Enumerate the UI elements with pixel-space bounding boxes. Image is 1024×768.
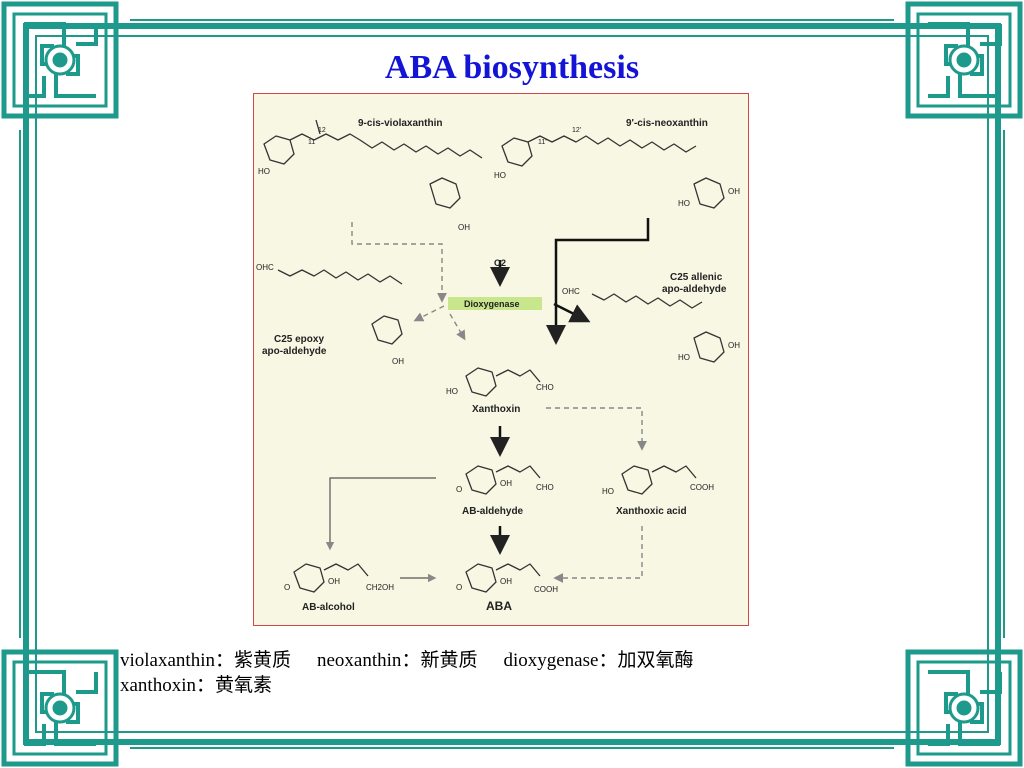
pathway-svg: 9-cis-violaxanthin 9'-cis-neoxanthin O2 … [256,118,740,613]
arrow-xanthoxin-to-xanthoxic-acid [546,407,647,451]
group-cho-xanthoxin: CHO [536,383,554,392]
label-aba: ABA [486,599,512,613]
group-o-aba: O [456,583,462,592]
c25-allenic-structure [591,293,725,363]
label-ab-aldehyde: AB-aldehyde [462,506,524,517]
arrow-to-c25-epoxy [413,305,445,322]
group-oh-ab-aldehyde: OH [500,479,512,488]
group-o-ab-aldehyde: O [456,485,462,494]
locant-12p: 12' [572,127,581,134]
label-xanthoxin: Xanthoxin [472,404,520,415]
group-cooh-xanthoxic: COOH [690,483,714,492]
label-violaxanthin: 9-cis-violaxanthin [358,118,442,129]
term-dioxygenase: dioxygenase：加双氧酶 [503,650,693,671]
term-zh: ：加双氧酶 [598,650,694,671]
label-dioxygenase: Dioxygenase [464,299,520,309]
arrow-violaxanthin-to-dioxygenase [351,222,447,303]
label-neoxanthin: 9'-cis-neoxanthin [626,118,708,129]
group-o-ab-alcohol: O [284,583,290,592]
locant-11: 11 [308,139,315,146]
label-c25-allenic-2: apo-aldehyde [662,284,727,295]
arrow-neoxanthin-to-xanthoxin [546,218,650,345]
group-ho-violaxanthin: HO [258,167,270,176]
slide-title: ABA biosynthesis [384,49,640,86]
group-cho-ab-aldehyde: CHO [536,483,554,492]
dioxygenase-highlight [448,297,542,310]
label-c25-epoxy-2: apo-aldehyde [262,346,327,357]
group-ho-neoxanthin-2: HO [678,199,690,208]
label-ab-alcohol: AB-alcohol [302,602,355,613]
group-oh-aba: OH [500,577,512,586]
group-ho-xanthoxin: HO [446,387,458,396]
term-en: xanthoxin [120,675,196,696]
group-ohc-allenic: OHC [562,287,580,296]
term-en: neoxanthin [317,650,402,671]
label-c25-allenic-1: C25 allenic [670,272,723,283]
term-en: dioxygenase [503,650,599,671]
aba-structure [465,563,541,593]
locant-11p: 11' [538,139,547,146]
term-zh: ：新黄质 [401,650,478,671]
group-ho-neoxanthin: HO [494,171,506,180]
group-oh-ab-alcohol: OH [328,577,340,586]
arrow-to-xanthoxin-dashed [449,313,466,341]
group-oh-epoxy: OH [392,357,404,366]
neoxanthin-structure [501,135,725,209]
ab-aldehyde-structure [465,465,541,495]
group-ch2oh-ab-alcohol: CH2OH [366,583,394,592]
term-violaxanthin: violaxanthin：紫黄质 [120,650,291,671]
violaxanthin-structure [263,119,483,209]
group-ho-xanthoxic: HO [602,487,614,496]
group-oh-allenic: OH [728,341,740,350]
label-xanthoxic-acid: Xanthoxic acid [616,506,687,517]
ab-alcohol-structure [293,563,369,593]
group-cooh-aba: COOH [534,585,558,594]
arrow-ab-aldehyde-to-ab-alcohol [325,477,436,551]
term-zh: ：黄氧素 [196,675,273,696]
label-c25-epoxy-1: C25 epoxy [274,334,324,345]
group-oh-violaxanthin: OH [458,223,470,232]
term-xanthoxin: xanthoxin：黄氧素 [120,675,272,696]
xanthoxic-acid-structure [621,465,697,495]
group-oh-neoxanthin: OH [728,187,740,196]
arrow-xanthoxic-acid-to-aba [553,526,643,583]
term-en: violaxanthin [120,650,215,671]
group-ohc-epoxy: OHC [256,263,274,272]
label-o2: O2 [494,258,506,268]
aba-pathway-diagram: 9-cis-violaxanthin 9'-cis-neoxanthin O2 … [253,93,749,626]
locant-12: 12 [318,127,326,134]
term-zh: ：紫黄质 [214,650,291,671]
xanthoxin-structure [465,367,541,397]
group-ho-allenic: HO [678,353,690,362]
arrow-to-c25-allenic [553,302,591,323]
term-neoxanthin: neoxanthin：新黄质 [317,650,477,671]
translation-caption: violaxanthin：紫黄质 neoxanthin：新黄质 dioxygenas… [120,648,920,698]
c25-epoxy-structure [277,269,403,345]
